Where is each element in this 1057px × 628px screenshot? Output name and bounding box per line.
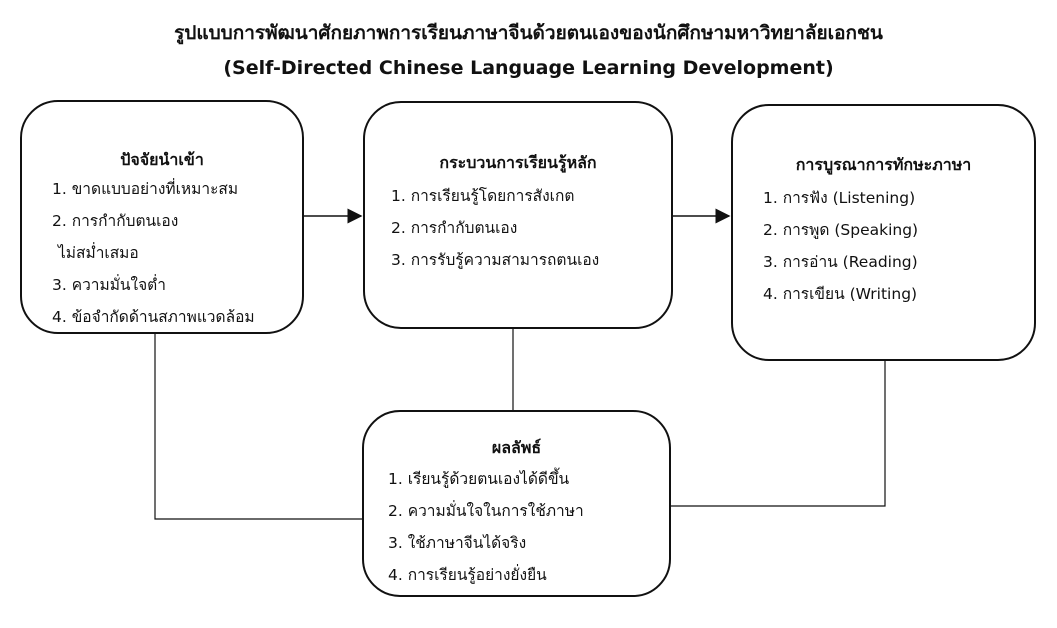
box-heading: ผลลัพธ์ (491, 438, 542, 457)
list-item: 2. การกำกับตนเอง (52, 212, 179, 230)
box-heading: กระบวนการเรียนรู้หลัก (439, 153, 597, 172)
core-learning-process-box: กระบวนการเรียนรู้หลัก 1. การเรียนรู้โดยก… (363, 101, 673, 329)
box-heading: ปัจจัยนำเข้า (120, 150, 204, 169)
diagram-title-thai: รูปแบบการพัฒนาศักยภาพการเรียนภาษาจีนด้วย… (174, 22, 883, 44)
list-item: 3. ใช้ภาษาจีนได้จริง (388, 534, 527, 552)
outcomes-box: ผลลัพธ์ 1. เรียนรู้ด้วยตนเองได้ดีขึ้น 2.… (362, 410, 671, 597)
list-item: 2. การกำกับตนเอง (391, 219, 518, 237)
connector-integration-to-outcome (671, 361, 886, 507)
list-item: 3. การอ่าน (Reading) (763, 253, 918, 271)
list-item: 4. การเขียน (Writing) (763, 285, 918, 303)
list-item: 1. เรียนรู้ด้วยตนเองได้ดีขึ้น (388, 470, 570, 488)
list-item: 4. ข้อจำกัดด้านสภาพแวดล้อม (52, 308, 255, 326)
list-item: 2. ความมั่นใจในการใช้ภาษา (388, 502, 584, 520)
diagram-title-english: (Self-Directed Chinese Language Learning… (223, 57, 834, 79)
list-item: 1. การฟัง (Listening) (763, 189, 916, 207)
language-skills-integration-box: การบูรณาการทักษะภาษา 1. การฟัง (Listenin… (731, 104, 1036, 361)
list-item: ไม่สม่ำเสมอ (58, 244, 139, 262)
list-item: 4. การเรียนรู้อย่างยั่งยืน (388, 566, 547, 584)
list-item: 3. ความมั่นใจต่ำ (52, 276, 166, 294)
input-factors-box: ปัจจัยนำเข้า 1. ขาดแบบอย่างที่เหมาะสม 2.… (20, 100, 304, 334)
box-heading: การบูรณาการทักษะภาษา (795, 155, 972, 174)
list-item: 3. การรับรู้ความสามารถตนเอง (391, 251, 600, 269)
list-item: 1. การเรียนรู้โดยการสังเกต (391, 187, 575, 205)
list-item: 2. การพูด (Speaking) (763, 221, 919, 239)
connector-input-to-outcome (154, 334, 362, 520)
list-item: 1. ขาดแบบอย่างที่เหมาะสม (52, 180, 239, 198)
